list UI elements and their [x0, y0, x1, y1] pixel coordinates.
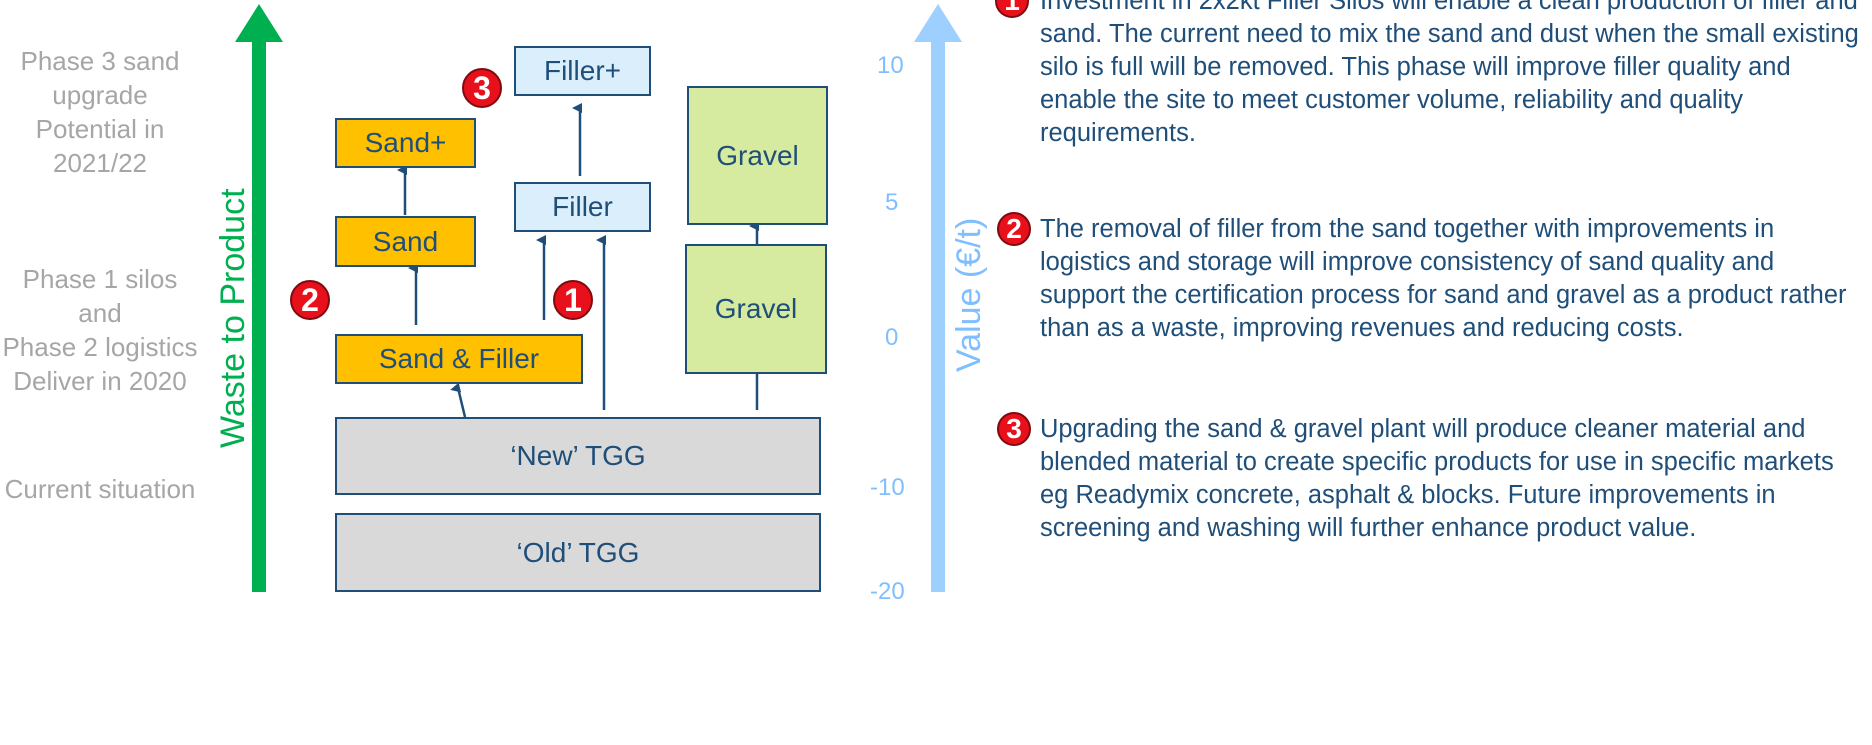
filler-plus-label: Filler+	[543, 55, 621, 86]
gravel-top-label: Gravel	[716, 139, 799, 171]
note-3-text: Upgrading the sand & gravel plant will p…	[1040, 415, 1834, 542]
note-3-badge: 3	[997, 412, 1031, 446]
sand-box: Sand	[335, 216, 476, 267]
new-tgg-box: ‘New’ TGG	[335, 417, 821, 495]
gravel-mid-label: Gravel	[714, 293, 798, 324]
note-1-text: Investment in 2x2kt Filler Silos will en…	[1040, 0, 1859, 147]
product-word: Product	[214, 188, 252, 306]
sand-plus-label: Sand+	[364, 127, 447, 158]
gravel-mid-box: Gravel	[685, 244, 827, 374]
value-axis-label: Value (€/t)	[950, 217, 988, 372]
blue-axis-arrow	[914, 4, 962, 592]
sand-plus-box: Sand+	[335, 118, 476, 168]
tick-minus10: -10	[870, 474, 905, 501]
tick-5: 5	[885, 189, 899, 216]
filler-label: Filler	[552, 191, 613, 222]
sand-filler-label: Sand & Filler	[378, 343, 540, 374]
waste-to-product-label: Waste to Product	[214, 168, 260, 448]
tick-minus20: -20	[870, 578, 905, 605]
filler-plus-box: Filler+	[514, 46, 651, 96]
filler-box: Filler	[514, 182, 651, 232]
arrow-newtgg-to-sandfiller	[450, 382, 467, 418]
note-2-badge: 2	[997, 212, 1031, 246]
gravel-top-box: Gravel	[687, 86, 828, 225]
waste-to-prefix: Waste to	[214, 305, 252, 448]
sand-filler-box: Sand & Filler	[335, 334, 583, 384]
green-axis-arrow	[235, 4, 283, 592]
phase3-label: Phase 3 sand upgrade Potential in 2021/2…	[20, 46, 180, 178]
phase12-label: Phase 1 silos and Phase 2 logistics Deli…	[2, 264, 198, 396]
old-tgg-box: ‘Old’ TGG	[335, 513, 821, 592]
badge-2-diagram: 2	[290, 280, 330, 320]
tick-0: 0	[885, 324, 899, 351]
note-2-text: The removal of filler from the sand toge…	[1040, 215, 1847, 342]
tick-10: 10	[877, 52, 904, 79]
current-situation-label: Current situation	[4, 474, 196, 504]
badge-1-diagram: 1	[553, 280, 593, 320]
sand-label: Sand	[372, 225, 439, 257]
old-tgg-label: ‘Old’ TGG	[516, 536, 640, 568]
new-tgg-label: ‘New’ TGG	[510, 440, 646, 471]
badge-3-diagram: 3	[462, 68, 502, 108]
